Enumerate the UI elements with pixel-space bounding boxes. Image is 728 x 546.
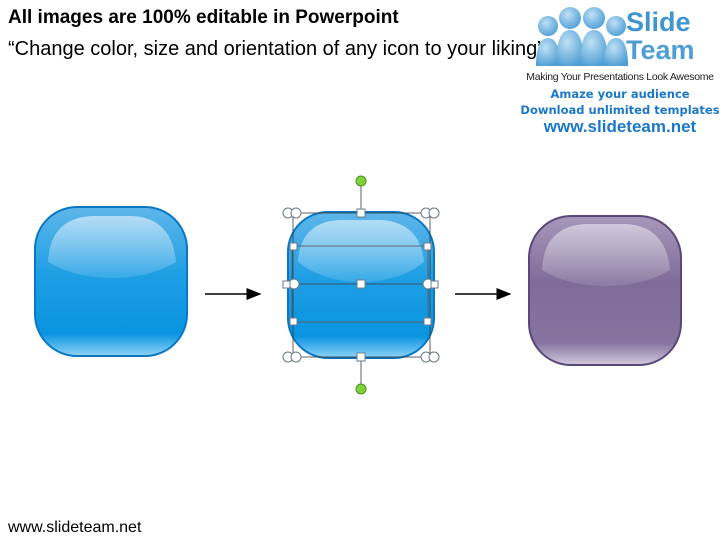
people-group-icon	[536, 7, 628, 66]
brand-line-1: Slide	[626, 7, 691, 37]
rotation-handle-bottom[interactable]	[355, 383, 367, 395]
brand-line-2: Team	[626, 35, 695, 65]
logo-tagline: Making Your Presentations Look Awesome	[526, 71, 714, 83]
slide-title: All images are 100% editable in Powerpoi…	[8, 7, 399, 28]
blue-rounded-square-icon[interactable]	[34, 206, 188, 357]
footer-website[interactable]: www.slideteam.net	[8, 519, 142, 536]
promo-line-1: Amaze your audience	[550, 87, 690, 101]
slideteam-logo[interactable]: Slide Team Making Your Presentations Loo…	[520, 4, 720, 136]
brand-name: Slide Team	[626, 8, 695, 64]
purple-rounded-square-icon[interactable]	[528, 215, 682, 366]
rotation-handle-top[interactable]	[355, 175, 367, 187]
selected-blue-rounded-square-icon[interactable]	[282, 175, 440, 395]
resize-handles[interactable]	[282, 207, 440, 363]
logo-website-link[interactable]: www.slideteam.net	[543, 117, 697, 136]
promo-line-2: Download unlimited templates	[520, 103, 720, 117]
slide-subtitle: “Change color, size and orientation of a…	[8, 38, 544, 60]
